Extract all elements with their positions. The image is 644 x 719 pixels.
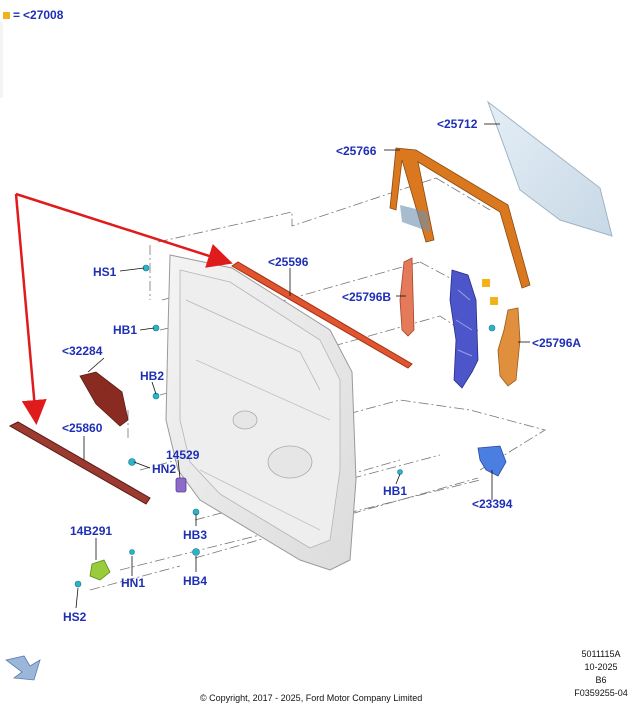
label-25712[interactable]: <25712 [437, 117, 478, 131]
figure-id: F0359255-04 [574, 688, 628, 698]
door-switch[interactable] [175, 477, 187, 493]
label-HB2: HB2 [140, 369, 165, 383]
rear-guide-rail[interactable] [399, 257, 415, 337]
trim-bracket[interactable] [79, 371, 129, 427]
regulator-motor[interactable] [477, 445, 507, 477]
label-25596[interactable]: <25596 [268, 255, 309, 269]
label-32284[interactable]: <32284 [62, 344, 103, 358]
belt-moulding[interactable] [231, 261, 413, 369]
marker-square-icon [3, 11, 10, 19]
figure-date: 10-2025 [584, 662, 618, 672]
label-HN2: HN2 [152, 462, 177, 476]
navigation-arrow-icon[interactable] [5, 655, 41, 681]
wiring-connector[interactable] [89, 559, 111, 581]
label-HB3: HB3 [183, 528, 208, 542]
window-regulator[interactable] [449, 269, 479, 389]
door-shell[interactable] [165, 254, 357, 571]
label-HN1: HN1 [121, 576, 146, 590]
figure-meta: 5011115A 10-2025 B6 F0359255-04 [566, 648, 636, 700]
fastener-clips[interactable] [74, 264, 496, 588]
label-HB1-left: HB1 [113, 323, 138, 337]
lower-weatherstrip[interactable] [8, 421, 151, 505]
highlight-arrows [14, 192, 233, 425]
label-14B291: 14B291 [70, 524, 113, 538]
glass-run-channel[interactable] [389, 147, 531, 289]
window-glass[interactable] [486, 100, 613, 237]
copyright-text: © Copyright, 2017 - 2025, Ford Motor Com… [200, 693, 423, 703]
label-14529: 14529 [166, 448, 200, 462]
label-23394[interactable]: <23394 [472, 497, 513, 511]
label-HS1: HS1 [93, 265, 117, 279]
marker-square-icon [490, 297, 498, 305]
label-HB1-right: HB1 [383, 484, 408, 498]
label-25766[interactable]: <25766 [336, 144, 377, 158]
label-25796A[interactable]: <25796A [532, 336, 582, 350]
reference-equals: = [13, 8, 21, 22]
marker-square-icon [482, 279, 490, 287]
label-HB4: HB4 [183, 574, 208, 588]
label-25796B[interactable]: <25796B [342, 290, 392, 304]
figure-revision: B6 [595, 675, 607, 685]
leader-lines [75, 123, 530, 609]
figure-code: 5011115A [581, 649, 621, 659]
front-guide-rail[interactable] [497, 307, 521, 387]
left-panel-strip [0, 22, 3, 98]
label-25860[interactable]: <25860 [62, 421, 103, 435]
label-HS2: HS2 [63, 610, 87, 624]
reference-link[interactable]: <27008 [23, 8, 64, 22]
reference-header[interactable]: = <27008 [3, 8, 63, 22]
